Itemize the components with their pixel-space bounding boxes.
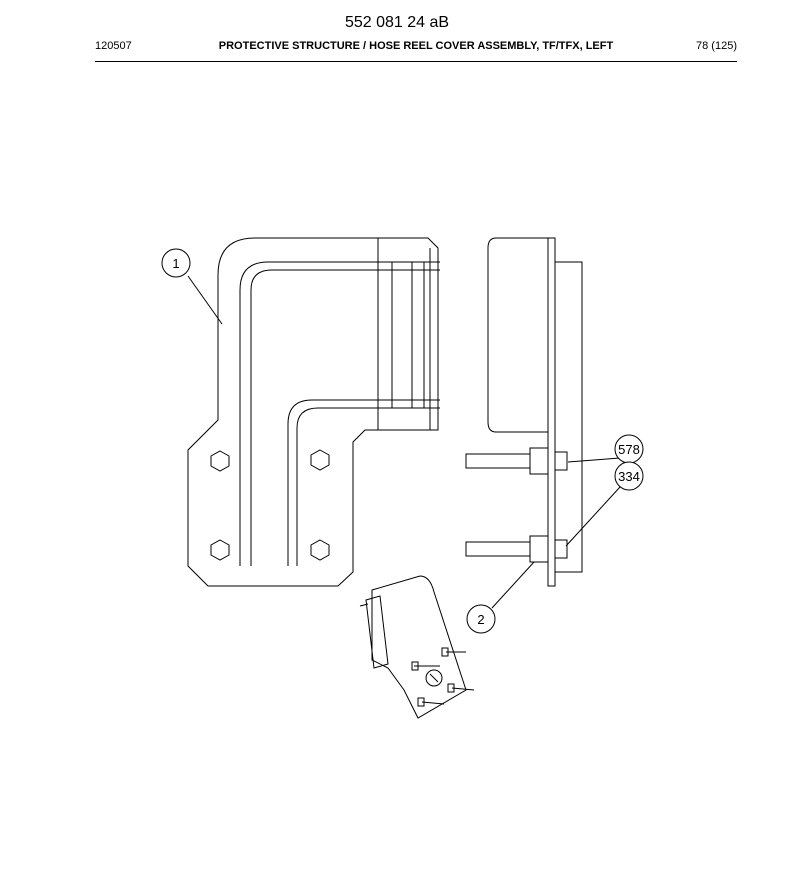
page-number: 78 (125) (696, 40, 737, 52)
callout-2-label: 2 (477, 612, 484, 627)
callout-578-label: 578 (618, 442, 640, 457)
callout-334-label: 334 (618, 469, 640, 484)
callout-578: 578 (567, 434, 644, 464)
bracket-side-view (465, 237, 583, 587)
callout-334: 334 (565, 461, 644, 547)
isometric-assembly (359, 575, 475, 719)
callout-1-label: 1 (172, 256, 179, 271)
date-code: 120507 (95, 40, 132, 52)
bracket-front-view (187, 237, 440, 587)
callout-1: 1 (161, 248, 223, 325)
header-rule (95, 61, 737, 62)
callout-2: 2 (466, 561, 535, 634)
document-number: 552 081 24 aB (344, 14, 450, 31)
page-title: PROTECTIVE STRUCTURE / HOSE REEL COVER A… (218, 40, 614, 52)
page-header: 120507 PROTECTIVE STRUCTURE / HOSE REEL … (95, 40, 737, 56)
